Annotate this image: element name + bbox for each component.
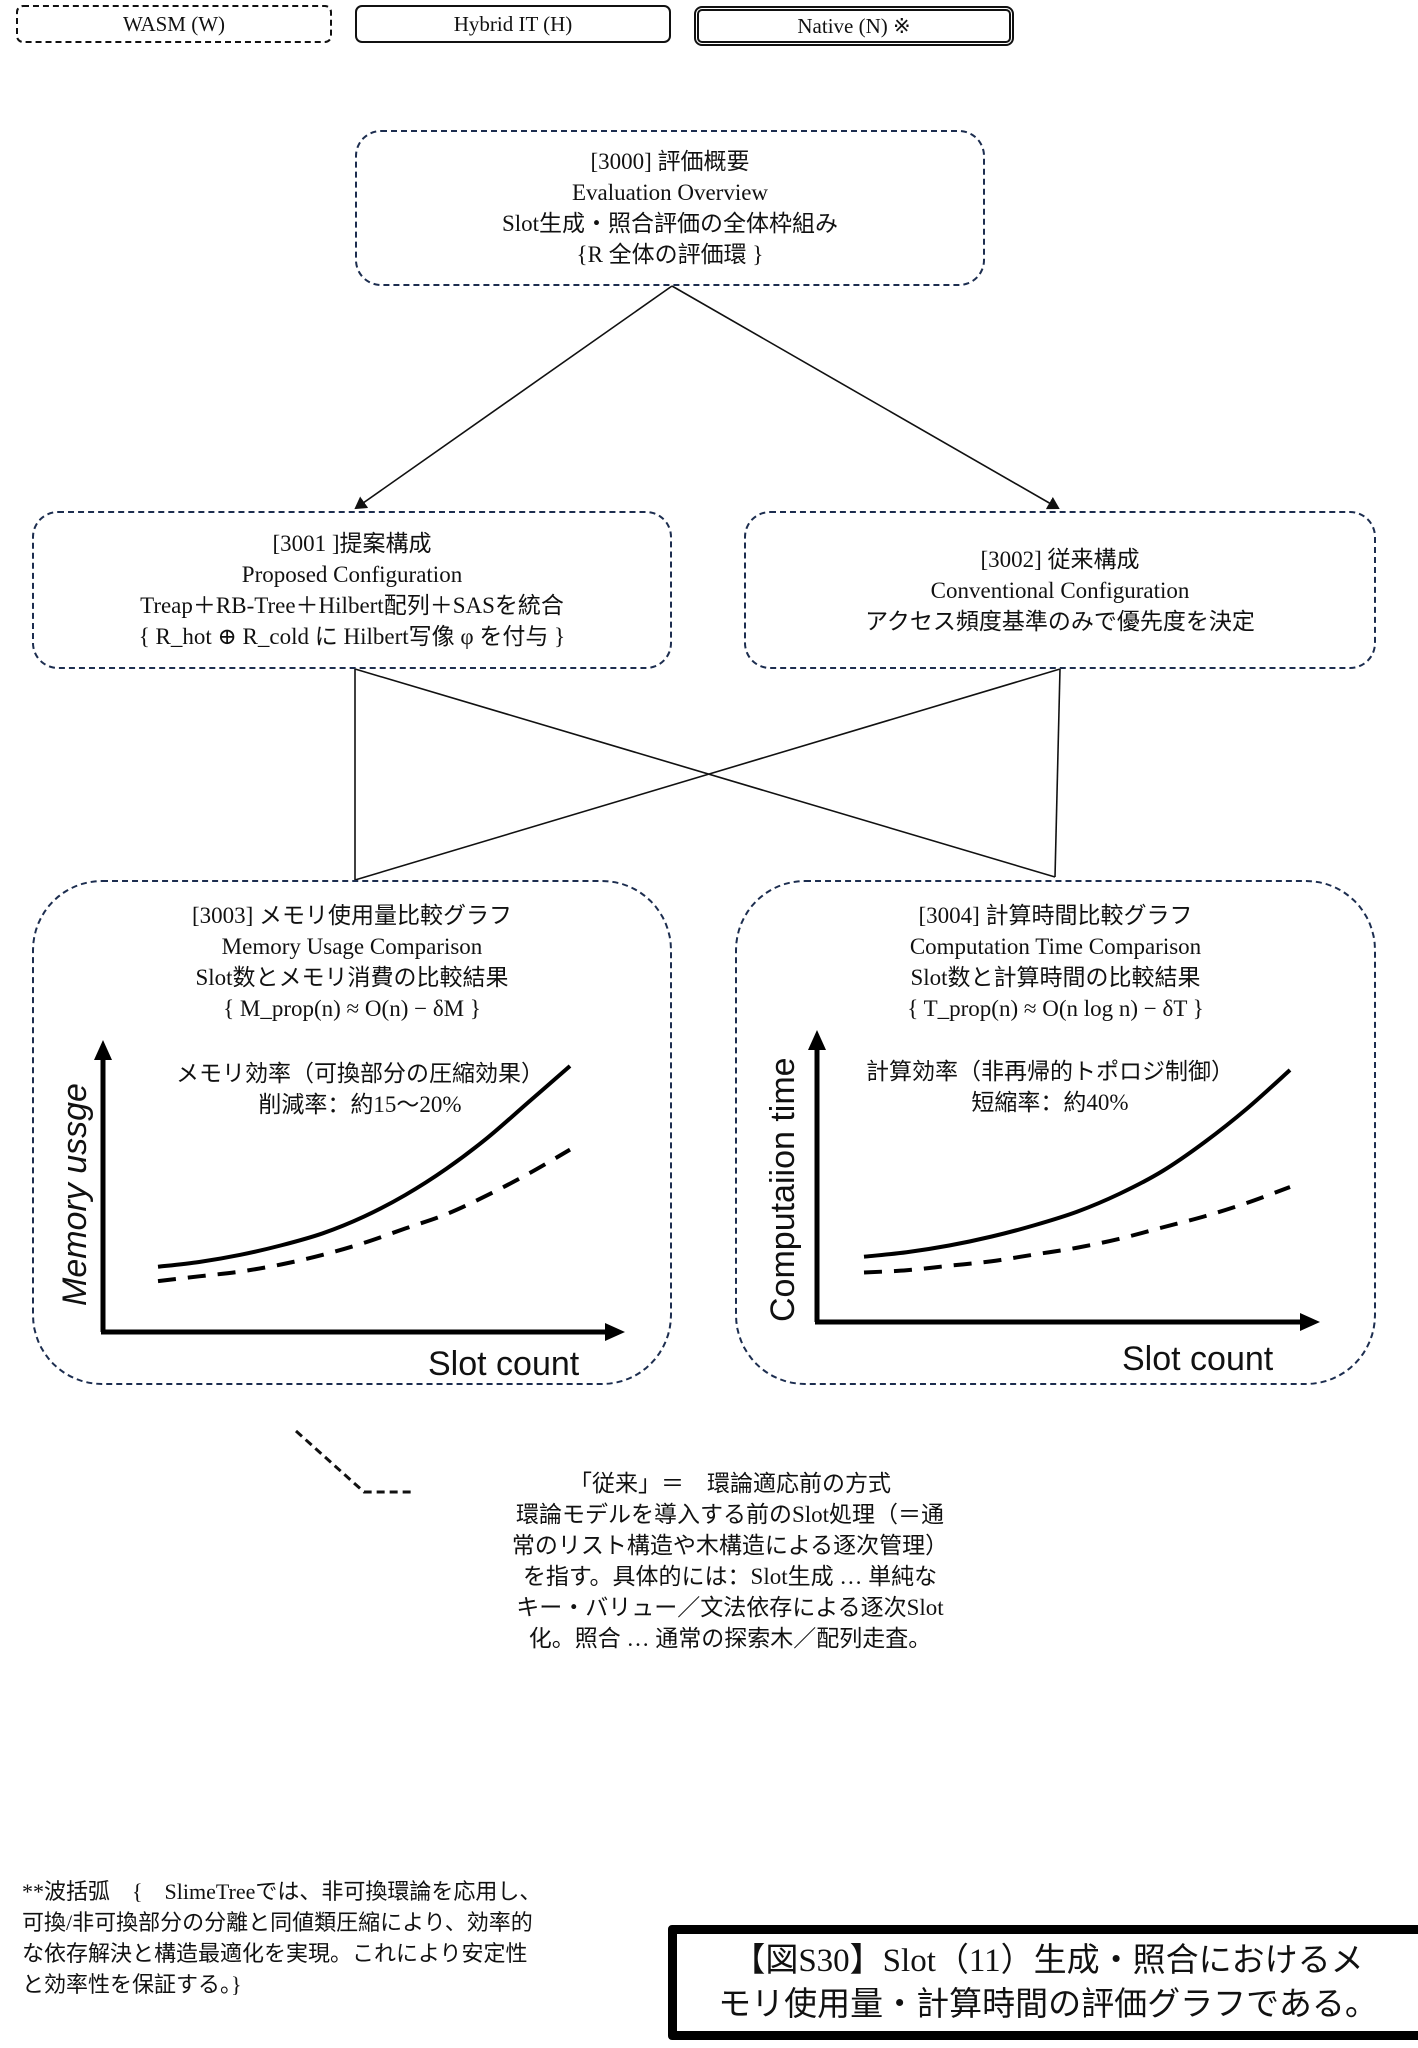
footnote-line: と効率性を保証する。} <box>22 1972 242 1997</box>
node-3003-line: [3003] メモリ使用量比較グラフ <box>191 903 513 928</box>
node-3000-line: [3000] 評価概要 <box>590 149 750 174</box>
memory-y-axis-arrow-icon <box>94 1040 112 1060</box>
node-3000-evaluation-overview: [3000] 評価概要 Evaluation Overview Slot生成・照… <box>355 130 985 286</box>
caption-line: 【図S30】Slot（11）生成・照合におけるメ <box>732 1942 1364 1979</box>
memory-chart-subtitle: 削減率：約15〜20% <box>258 1092 462 1117</box>
annotation-line: 「従来」＝ 環論適応前の方式 <box>569 1471 891 1496</box>
figure-caption: 【図S30】Slot（11）生成・照合におけるメ モリ使用量・計算時間の評価グラ… <box>668 1925 1418 2040</box>
annotation-line: 常のリスト構造や木構造による逐次管理） <box>511 1533 949 1558</box>
memory-series-proposed <box>157 1147 572 1284</box>
node-3004-line: { T_prop(n) ≈ O(n log n) − δT } <box>907 996 1204 1021</box>
footnote-line: 可換/非可換部分の分離と同値類圧縮により、効率的 <box>22 1910 533 1935</box>
computation-chart-ylabel: Computaiion time <box>764 1057 802 1322</box>
edge-3000-3001 <box>354 285 673 510</box>
annotation-line: 化。照合 … 通常の探索木／配列走査。 <box>528 1626 932 1651</box>
footnote-line: **波括弧 { SlimeTreeでは、非可換環論を応用し、 <box>22 1879 542 1904</box>
edge-3000-3002 <box>671 285 1060 510</box>
node-3004-computation-time-comparison: [3004] 計算時間比較グラフ Computation Time Compar… <box>735 880 1376 1385</box>
node-3003-line: Memory Usage Comparison <box>221 934 483 959</box>
computation-chart-title: 計算効率（非再帰的トポロジ制御） 短縮率：約40% <box>840 1056 1260 1118</box>
edge-3002-3003 <box>354 668 1061 881</box>
node-3002-line: [3002] 従来構成 <box>980 546 1140 572</box>
caption-line: モリ使用量・計算時間の評価グラフである。 <box>718 1986 1378 2023</box>
annotation-line: を指す。具体的には：Slot生成 … 単純な <box>522 1564 938 1589</box>
edge-3001-3004 <box>354 668 1056 878</box>
memory-series-conventional <box>157 1064 572 1269</box>
node-3001-proposed-configuration: [3001 ]提案構成 Proposed Configuration Treap… <box>32 511 672 669</box>
memory-x-axis-arrow-icon <box>605 1323 625 1341</box>
annotation-line: 環論モデルを導入する前のSlot処理（＝通 <box>515 1502 945 1527</box>
memory-chart-xlabel: Slot count <box>428 1345 580 1383</box>
node-3004-line: Computation Time Comparison <box>909 934 1202 959</box>
node-3002-line: アクセス頻度基準のみで優先度を決定 <box>865 608 1255 634</box>
edge-3002-3004 <box>1054 668 1061 878</box>
computation-chart-xlabel: Slot count <box>1122 1340 1274 1378</box>
node-3003-memory-usage-comparison: [3003] メモリ使用量比較グラフ Memory Usage Comparis… <box>32 880 672 1385</box>
node-3001-line: [3001 ]提案構成 <box>272 531 432 556</box>
legend-hybrid: Hybrid IT (H) <box>355 5 671 43</box>
node-3003-line: { M_prop(n) ≈ O(n) − δM } <box>223 996 481 1021</box>
node-3000-line: Slot生成・照合評価の全体枠組み <box>501 211 839 236</box>
computation-y-axis-arrow-icon <box>808 1030 826 1050</box>
computation-chart-subtitle: 短縮率：約40% <box>971 1090 1129 1115</box>
memory-chart-title-text: メモリ効率（可換部分の圧縮効果） <box>176 1061 544 1086</box>
node-3001-line: Proposed Configuration <box>241 562 463 587</box>
node-3002-line: Conventional Configuration <box>930 577 1190 603</box>
legend-native-label: Native (N) ※ <box>797 13 911 38</box>
node-3000-line: {R 全体の評価環 } <box>576 242 764 267</box>
annotation-line: キー・バリュー／文法依存による逐次Slot <box>516 1595 944 1620</box>
memory-chart-title: メモリ効率（可換部分の圧縮効果） 削減率：約15〜20% <box>150 1058 570 1120</box>
legend-native: Native (N) ※ <box>694 6 1014 46</box>
computation-series-proposed <box>863 1185 1291 1275</box>
node-3001-line: { R_hot ⊕ R_cold に Hilbert写像 φ を付与 } <box>138 624 566 649</box>
node-3000-line: Evaluation Overview <box>571 180 769 205</box>
footnote: **波括弧 { SlimeTreeでは、非可換環論を応用し、 可換/非可換部分の… <box>22 1876 642 2000</box>
footnote-line: な依存解決と構造最適化を実現。これにより安定性 <box>22 1941 528 1966</box>
legend-wasm-label: WASM (W) <box>122 11 226 36</box>
computation-chart-title-text: 計算効率（非再帰的トポロジ制御） <box>866 1059 1234 1084</box>
node-3003-line: Slot数とメモリ消費の比較結果 <box>195 965 509 990</box>
conventional-annotation: 「従来」＝ 環論適応前の方式 環論モデルを導入する前のSlot処理（＝通 常のリ… <box>470 1468 990 1654</box>
node-3004-line: [3004] 計算時間比較グラフ <box>918 903 1193 928</box>
legend-hybrid-label: Hybrid IT (H) <box>453 11 573 36</box>
node-3004-line: Slot数と計算時間の比較結果 <box>910 965 1201 990</box>
node-3001-line: Treap＋RB-Tree＋Hilbert配列＋SASを統合 <box>140 593 564 618</box>
computation-series-conventional <box>863 1068 1292 1259</box>
annotation-leader-line <box>294 1429 412 1494</box>
node-3002-conventional-configuration: [3002] 従来構成 Conventional Configuration ア… <box>744 511 1376 669</box>
computation-x-axis-arrow-icon <box>1300 1313 1320 1331</box>
legend-wasm: WASM (W) <box>16 5 332 43</box>
